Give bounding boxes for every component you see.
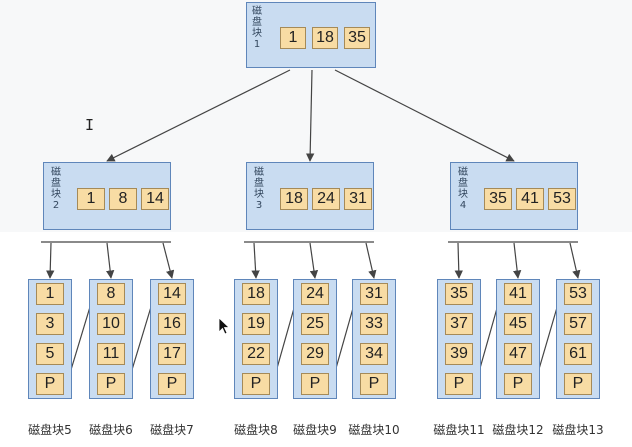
leaf-pointer-slot: P bbox=[242, 373, 270, 395]
internal-to-leaf-edge bbox=[46, 242, 55, 279]
internal-key: 8 bbox=[109, 188, 137, 210]
leaf-caption: 磁盘块8 bbox=[234, 423, 278, 437]
leaf-pointer-slot: P bbox=[158, 373, 186, 395]
leaf-key: 8 bbox=[97, 283, 125, 305]
leaf-key: 22 bbox=[242, 343, 270, 365]
leaf-caption: 磁盘块12 bbox=[492, 423, 544, 437]
leaf-key: 17 bbox=[158, 343, 186, 365]
leaf-pointer-slot: P bbox=[564, 373, 592, 395]
internal-key: 41 bbox=[516, 188, 544, 210]
leaf-key: 35 bbox=[445, 283, 473, 305]
root-key: 18 bbox=[312, 27, 338, 49]
internal-to-leaf-edge bbox=[365, 242, 377, 279]
leaf-caption: 磁盘块13 bbox=[552, 423, 604, 437]
leaf-key: 53 bbox=[564, 283, 592, 305]
leaf-pointer-slot: P bbox=[445, 373, 473, 395]
root-node-label: 磁 盘 块 1 bbox=[252, 6, 262, 50]
internal-to-leaf-edge bbox=[105, 242, 115, 279]
internal-to-leaf-edge bbox=[569, 242, 581, 279]
text-cursor-icon: I bbox=[85, 116, 95, 134]
leaf-key: 45 bbox=[504, 313, 532, 335]
internal-key: 14 bbox=[141, 188, 169, 210]
internal-key: 24 bbox=[312, 188, 340, 210]
leaf-key: 14 bbox=[158, 283, 186, 305]
leaf-pointer-slot: P bbox=[360, 373, 388, 395]
internal-key: 18 bbox=[280, 188, 308, 210]
leaf-key: 18 bbox=[242, 283, 270, 305]
leaf-caption: 磁盘块10 bbox=[348, 423, 400, 437]
leaf-key: 37 bbox=[445, 313, 473, 335]
leaf-key: 3 bbox=[36, 313, 64, 335]
leaf-key: 31 bbox=[360, 283, 388, 305]
leaf-pointer-slot: P bbox=[97, 373, 125, 395]
leaf-key: 34 bbox=[360, 343, 388, 365]
leaf-key: 10 bbox=[97, 313, 125, 335]
leaf-key: 39 bbox=[445, 343, 473, 365]
root-to-internal-edge bbox=[334, 69, 515, 162]
internal-to-leaf-edge bbox=[251, 242, 260, 279]
leaf-key: 5 bbox=[36, 343, 64, 365]
internal-key: 35 bbox=[484, 188, 512, 210]
root-to-internal-edge bbox=[305, 69, 315, 162]
leaf-key: 57 bbox=[564, 313, 592, 335]
internal-node-label: 磁 盘 块 4 bbox=[458, 167, 468, 211]
internal-key: 53 bbox=[548, 188, 576, 210]
internal-to-leaf-edge bbox=[454, 242, 463, 279]
leaf-key: 61 bbox=[564, 343, 592, 365]
internal-key: 31 bbox=[344, 188, 372, 210]
leaf-key: 47 bbox=[504, 343, 532, 365]
leaf-key: 11 bbox=[97, 343, 125, 365]
leaf-caption: 磁盘块6 bbox=[89, 423, 133, 437]
leaf-key: 1 bbox=[36, 283, 64, 305]
leaf-key: 29 bbox=[301, 343, 329, 365]
leaf-key: 19 bbox=[242, 313, 270, 335]
root-to-internal-edge bbox=[106, 69, 291, 162]
leaf-pointer-slot: P bbox=[301, 373, 329, 395]
internal-to-leaf-edge bbox=[512, 242, 522, 279]
leaf-caption: 磁盘块9 bbox=[293, 423, 337, 437]
leaf-key: 41 bbox=[504, 283, 532, 305]
leaf-caption: 磁盘块11 bbox=[433, 423, 485, 437]
internal-key: 1 bbox=[77, 188, 105, 210]
internal-to-leaf-edge bbox=[162, 242, 175, 279]
leaf-pointer-slot: P bbox=[36, 373, 64, 395]
internal-to-leaf-edge bbox=[309, 242, 319, 279]
leaf-key: 33 bbox=[360, 313, 388, 335]
leaf-key: 16 bbox=[158, 313, 186, 335]
internal-node-label: 磁 盘 块 3 bbox=[254, 167, 264, 211]
leaf-caption: 磁盘块5 bbox=[28, 423, 72, 437]
root-key: 35 bbox=[344, 27, 370, 49]
leaf-key: 24 bbox=[301, 283, 329, 305]
leaf-key: 25 bbox=[301, 313, 329, 335]
mouse-pointer-icon bbox=[218, 317, 230, 335]
root-key: 1 bbox=[280, 27, 306, 49]
internal-node-label: 磁 盘 块 2 bbox=[51, 167, 61, 211]
leaf-caption: 磁盘块7 bbox=[150, 423, 194, 437]
leaf-pointer-slot: P bbox=[504, 373, 532, 395]
